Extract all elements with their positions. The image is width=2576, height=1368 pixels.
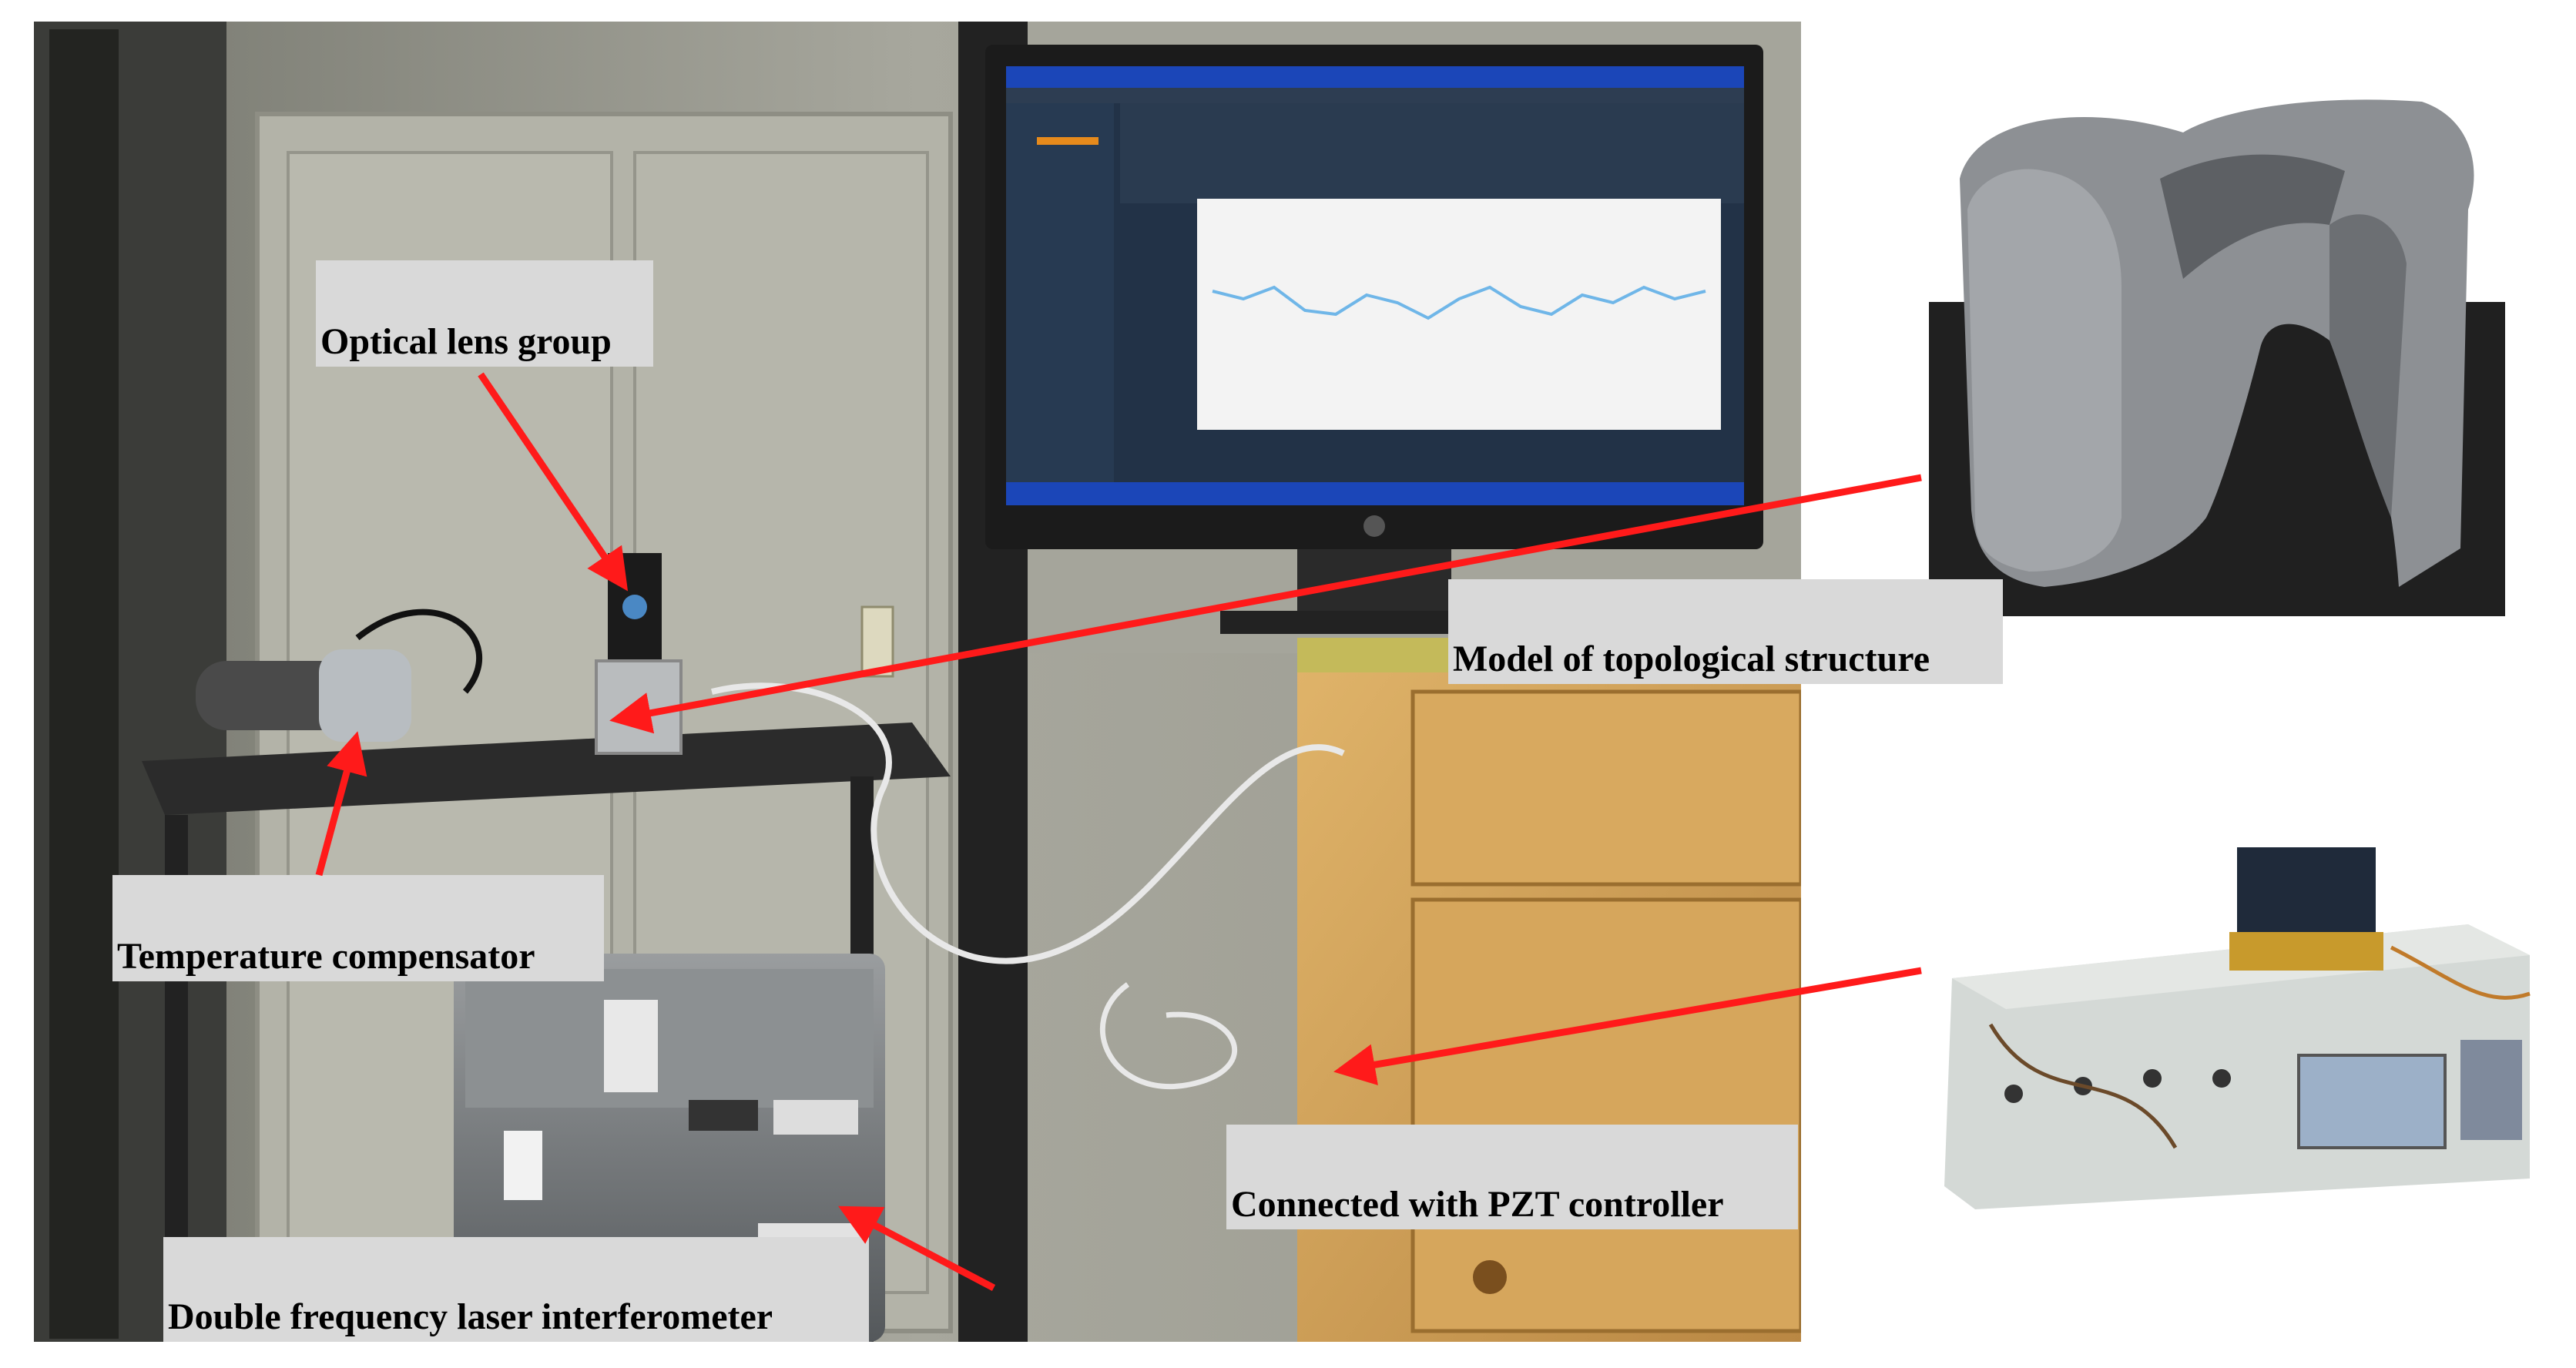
label-connected-with-pzt-controller: Connected with PZT controller bbox=[1226, 1125, 1798, 1229]
label-double-frequency-laser-interferometer: Double frequency laser interferometer bbox=[163, 1237, 869, 1342]
label-double-frequency-laser-interferometer-text: Double frequency laser interferometer bbox=[168, 1296, 773, 1337]
label-model-of-topological-structure: Model of topological structure bbox=[1448, 579, 2003, 684]
pzt-controller-image bbox=[1929, 824, 2545, 1225]
label-model-of-topological-structure-text: Model of topological structure bbox=[1453, 639, 1930, 679]
label-optical-lens-group-text: Optical lens group bbox=[320, 321, 612, 362]
label-temperature-compensator-text: Temperature compensator bbox=[117, 936, 535, 977]
label-connected-with-pzt-controller-text: Connected with PZT controller bbox=[1231, 1184, 1724, 1225]
topological-model-image bbox=[1929, 86, 2505, 616]
label-optical-lens-group: Optical lens group bbox=[316, 260, 653, 367]
pzt-controller-inset bbox=[1929, 824, 2545, 1225]
topological-structure-inset bbox=[1929, 86, 2505, 616]
label-temperature-compensator: Temperature compensator bbox=[112, 875, 604, 981]
